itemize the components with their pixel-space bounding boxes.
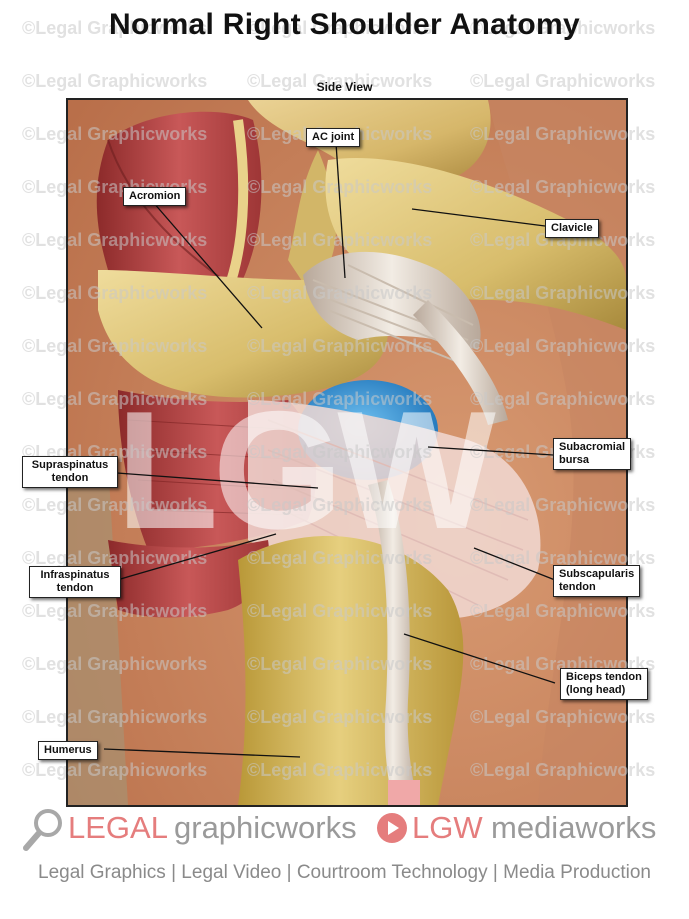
brand-graphicworks: graphicworks	[174, 810, 357, 845]
play-icon	[377, 813, 407, 843]
label-supraspinatus-tendon: Supraspinatus tendon	[22, 456, 118, 488]
anatomy-drawing	[68, 100, 626, 805]
brand-lgw: LGW	[412, 810, 483, 845]
footer-brand: LEGAL graphicworks LGW mediaworks	[0, 806, 689, 851]
footer-tagline: Legal Graphics | Legal Video | Courtroom…	[38, 862, 651, 883]
brand-mediaworks: mediaworks	[491, 810, 657, 845]
label-ac-joint: AC joint	[306, 128, 361, 147]
shoulder-illustration	[66, 98, 628, 807]
page-title: Normal Right Shoulder Anatomy	[109, 8, 580, 41]
label-subacromial-bursa: Subacromial bursa	[553, 438, 632, 470]
brand-legal: LEGAL	[68, 810, 168, 845]
label-biceps-tendon: Biceps tendon (long head)	[560, 668, 648, 700]
label-acromion: Acromion	[123, 187, 187, 206]
magnifier-icon	[23, 809, 62, 851]
lgw-big-watermark: LGW	[116, 376, 496, 564]
label-clavicle: Clavicle	[545, 219, 599, 238]
label-subscapularis-tendon: Subscapularis tendon	[553, 565, 641, 597]
label-humerus: Humerus	[38, 741, 98, 760]
label-infraspinatus-tendon: Infraspinatus tendon	[29, 566, 121, 598]
view-subtitle: Side View	[316, 80, 373, 94]
